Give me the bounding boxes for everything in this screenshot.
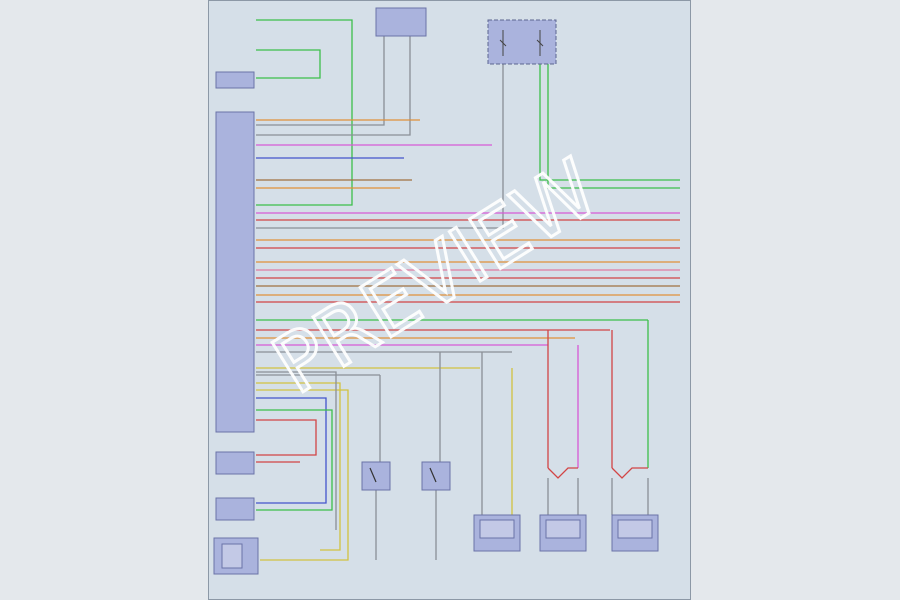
front-sensor-module: [213, 537, 259, 575]
left-seat-inflator: [539, 514, 587, 552]
wire-gray-fuse-1: [256, 64, 504, 229]
wire-yellow-lower-2: [256, 382, 341, 551]
driver-inflator: [473, 514, 521, 552]
right-seat-inflator: [611, 514, 659, 552]
diagram-sheet: [208, 0, 691, 600]
wire-yellow-lower: [256, 389, 349, 561]
wire-green-top-1: [256, 19, 353, 206]
connector-top-left: [215, 71, 255, 89]
wire-gray-lower: [256, 371, 337, 530]
left-buckle-switch: [361, 461, 391, 491]
wire-green-fuse-3: [547, 64, 680, 189]
wire-green-fuse-2: [539, 64, 680, 181]
fuse-box: [487, 19, 557, 65]
wire-inflator-left-a: [547, 467, 578, 479]
main-control-module: [215, 111, 255, 433]
wire-green-top-2: [256, 49, 321, 79]
watermark-text: PREVIEW: [257, 141, 614, 412]
top-center-module: [375, 7, 427, 37]
wire-harness: [256, 19, 680, 561]
wire-gray-top-module-2: [256, 36, 411, 136]
wire-green-lower: [256, 409, 333, 511]
wire-inflator-right-a: [611, 467, 648, 479]
occupant-sensor-module: [215, 451, 255, 475]
wire-gray-top-module-1: [256, 36, 385, 126]
seat-belt-sensor: [215, 497, 255, 521]
right-buckle-switch: [421, 461, 451, 491]
wire-red-lower: [256, 419, 317, 456]
wire-blue-lower: [256, 397, 327, 504]
